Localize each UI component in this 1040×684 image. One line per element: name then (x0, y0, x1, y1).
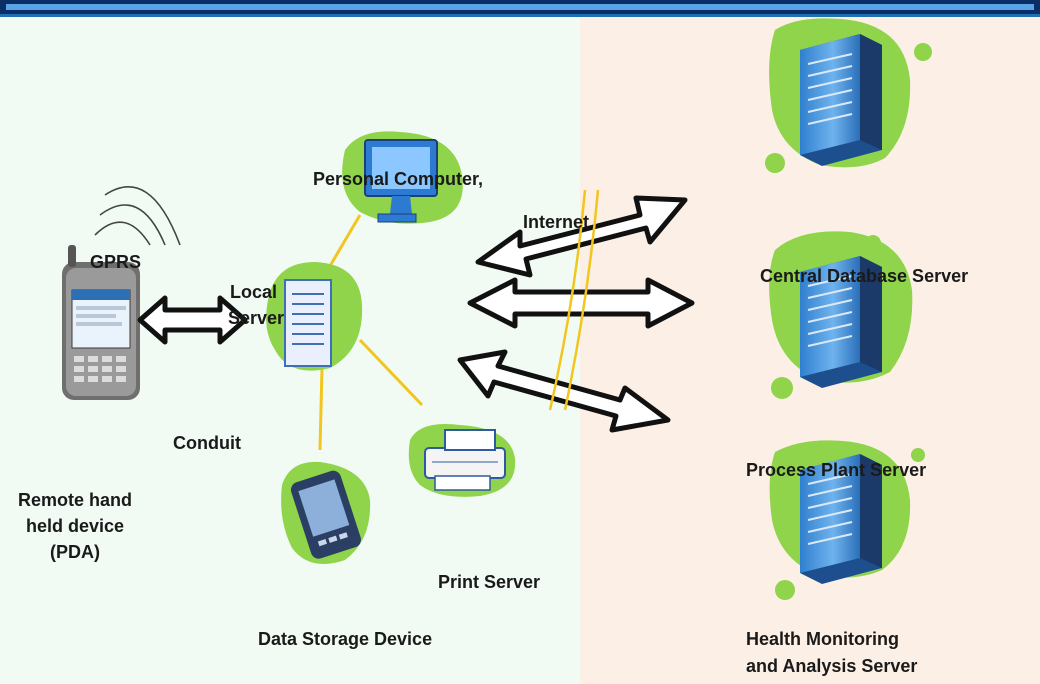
internet-arrow-middle (467, 277, 695, 329)
print-server-label: Print Server (438, 572, 541, 592)
internet-arrows (457, 195, 695, 433)
conduit-arrow (137, 295, 248, 345)
internet-label: Internet (523, 212, 590, 232)
title-bar (0, 0, 1040, 17)
central-database-server-label: Central Database Server (760, 266, 969, 286)
conduit-label: Conduit (173, 433, 241, 453)
internet-boundary (548, 189, 600, 411)
wireless-signal-icon (94, 186, 181, 246)
process-plant-server-label: Process Plant Server (746, 460, 927, 480)
remote-device-label-line1: Remote hand (17, 490, 132, 510)
health-server-label-line2: and Analysis Server (746, 656, 918, 676)
health-monitoring-server-icon (800, 454, 882, 584)
link-server-printer (358, 338, 424, 407)
remote-device-label-line3: (PDA) (50, 542, 100, 562)
internet-arrow-bottom (457, 349, 671, 433)
printer-icon (424, 429, 506, 491)
personal-computer-icon (364, 139, 438, 223)
gprs-label: GPRS (90, 252, 142, 272)
link-server-storage (318, 367, 324, 451)
remote-device-label-line2: held device (25, 516, 125, 536)
pda-phone-icon (62, 245, 140, 400)
central-database-server-icon (800, 34, 882, 166)
health-server-label-line1: Health Monitoring (746, 629, 899, 649)
internet-arrow-top (475, 195, 688, 278)
process-plant-server-icon (800, 256, 882, 388)
local-server-label-line2: Server (228, 308, 285, 328)
personal-computer-label: Personal Computer, (313, 169, 484, 189)
data-storage-device-icon (290, 470, 361, 559)
data-storage-label: Data Storage Device (258, 629, 433, 649)
local-server-label-line1: Local (230, 282, 278, 302)
local-server-icon (284, 279, 332, 367)
